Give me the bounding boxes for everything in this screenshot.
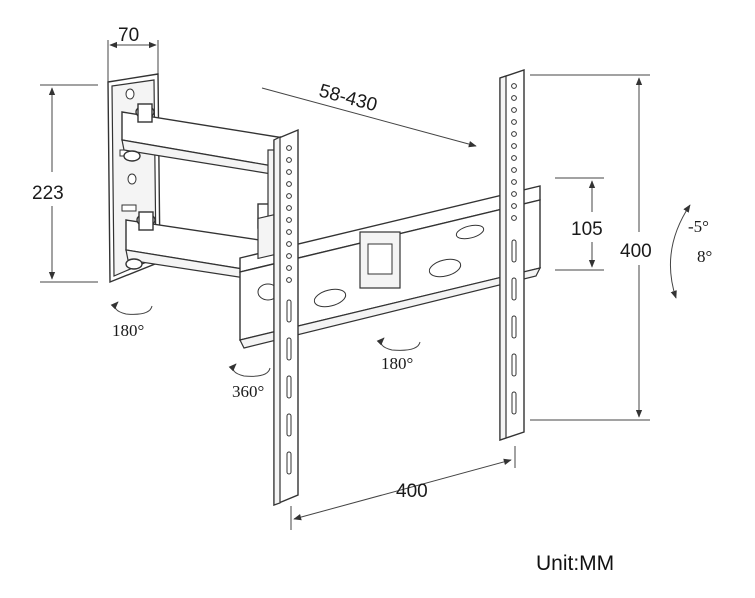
swivel-arm-indicator: 360° xyxy=(228,363,271,401)
dimension-arm-spacing: 105 xyxy=(555,177,604,271)
dimension-vesa-horizontal: 400 xyxy=(290,446,516,530)
tilt-indicator: -5° 8° xyxy=(669,204,712,299)
right-rail-holes xyxy=(511,83,517,415)
swivel-arm-label: 360° xyxy=(232,382,264,401)
swivel-wall-indicator: 180° xyxy=(110,301,153,340)
rotation-arrow-icon xyxy=(228,363,271,377)
tilt-up-label: -5° xyxy=(688,217,709,236)
rotation-arrow-icon xyxy=(376,337,421,351)
dimension-vesa-vertical: 400 xyxy=(530,74,652,421)
swivel-head-label: 180° xyxy=(381,354,413,373)
tilt-arc-icon xyxy=(669,204,691,299)
vesa-horizontal-label: 400 xyxy=(396,481,428,502)
tilt-down-label: 8° xyxy=(697,247,712,266)
swivel-wall-label: 180° xyxy=(112,321,144,340)
arm-spacing-label: 105 xyxy=(571,219,603,240)
depth-label: 70 xyxy=(118,25,139,46)
cross-bar xyxy=(239,185,542,349)
left-vesa-rail xyxy=(273,128,299,507)
left-rail-holes xyxy=(286,145,292,475)
swivel-head-indicator: 180° xyxy=(376,337,421,373)
dimension-wall-plate-height: 223 xyxy=(32,84,98,283)
upper-arm xyxy=(121,103,285,177)
rotation-arrow-icon xyxy=(110,301,153,315)
vesa-vertical-label: 400 xyxy=(620,241,652,262)
unit-label: Unit:MM xyxy=(536,552,614,575)
wall-plate-height-label: 223 xyxy=(32,183,64,204)
right-vesa-rail xyxy=(499,69,525,441)
dimension-depth: 70 xyxy=(107,25,159,82)
